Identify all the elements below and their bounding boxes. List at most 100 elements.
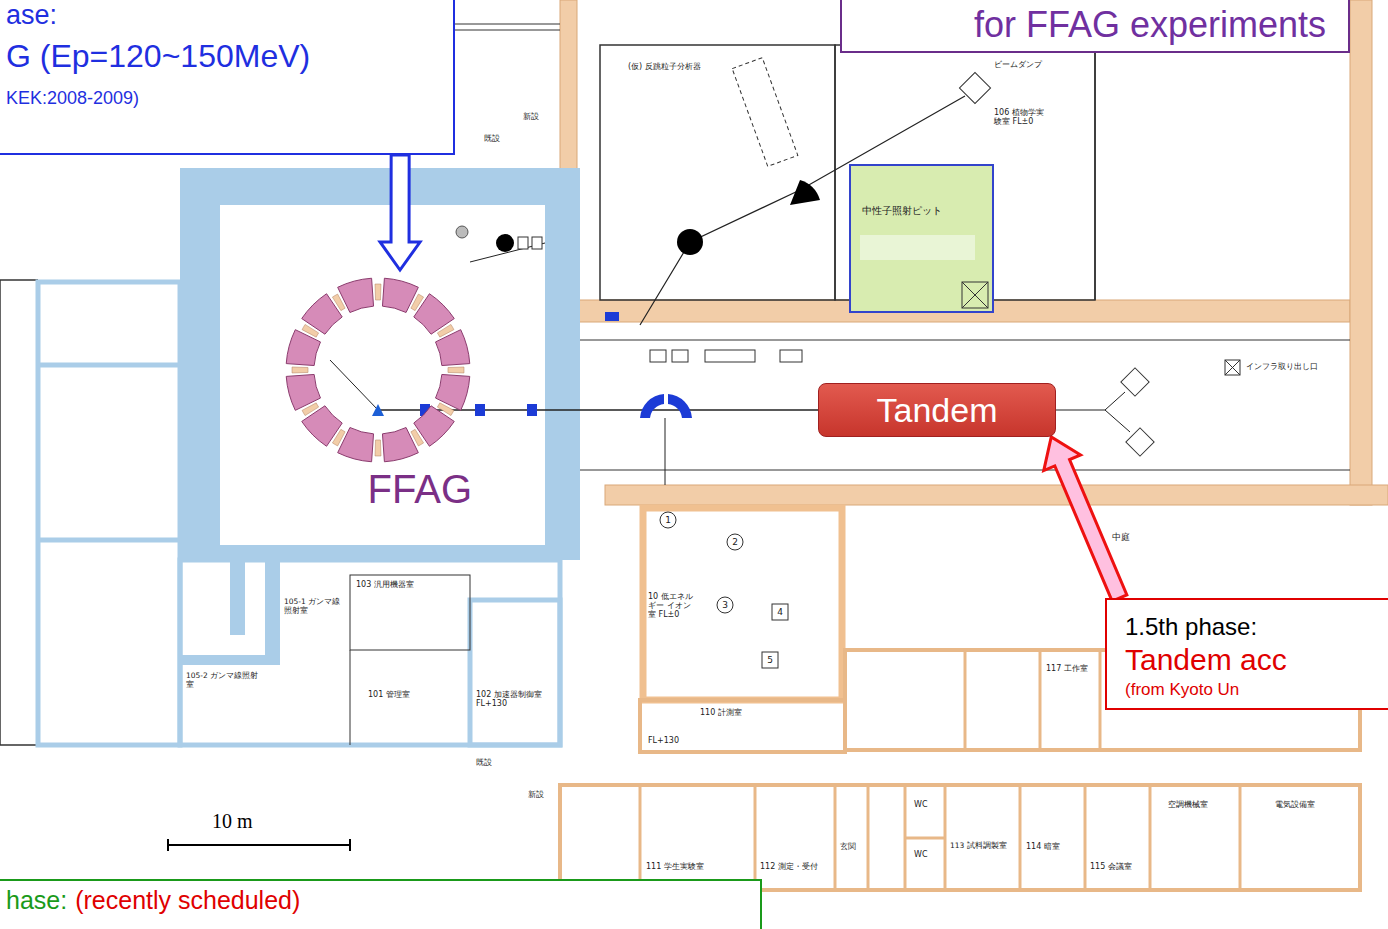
building-line: [0, 279, 38, 281]
beam-line: [1105, 392, 1125, 410]
station-box: [762, 652, 778, 668]
straight-section: [292, 367, 308, 373]
node-text: G (Ep=120~150MeV): [6, 36, 453, 76]
scale-tick: [349, 839, 351, 851]
device-box: [672, 350, 688, 362]
room-outline: [470, 600, 560, 745]
magnet-symbol: [475, 404, 485, 416]
station-box: [772, 604, 788, 620]
device-box: [650, 350, 666, 362]
beam-line: [640, 96, 965, 325]
phase-callout: hase: (recently scheduled): [0, 879, 762, 929]
room-label: 106 植物学実験室 FL±0: [994, 108, 1044, 126]
room-label: 112 測定・受付: [760, 862, 818, 871]
node-text: (recently scheduled): [75, 885, 300, 915]
shield-wall: [230, 560, 245, 635]
hatch-cross: [1225, 360, 1240, 375]
room-label: 10 m: [212, 810, 253, 833]
straight-section: [448, 367, 464, 373]
room-outline: [600, 45, 835, 300]
callout-arrow: [1044, 437, 1127, 601]
straight-section: [437, 324, 454, 337]
callout-number: 2: [732, 537, 738, 547]
wall: [1350, 0, 1372, 505]
building-line: [455, 24, 560, 25]
room-wall: [38, 363, 180, 368]
bend-magnet: [790, 180, 820, 205]
node-text: 1.5th phase:: [1125, 612, 1388, 642]
shield-wall: [265, 560, 280, 660]
callout-number: 1: [665, 515, 671, 525]
room-wall: [867, 785, 870, 890]
room-label: WC: [914, 850, 928, 859]
device-symbol: [456, 226, 468, 238]
room-label: 10 低エネルギー イオン室 FL±0: [648, 592, 694, 620]
wall: [605, 485, 1388, 505]
room-label: 105-1 ガンマ線照射室: [284, 598, 346, 615]
room-label: FL+130: [648, 736, 679, 745]
corridor-line: [577, 340, 1350, 341]
scale-bar: [168, 844, 350, 846]
callout-number: 4: [777, 607, 783, 617]
room-label: 117 工作室: [1046, 664, 1088, 673]
bend-magnet: [640, 394, 664, 418]
accelerator-ring: FFAG: [280, 270, 480, 520]
room-label: 空調機械室: [1168, 800, 1208, 809]
hatch-cross: [962, 282, 988, 308]
callout-arrow: [380, 155, 420, 270]
magnet-symbol: [496, 234, 514, 252]
room-label: 105-2 ガンマ線照射室: [186, 672, 260, 689]
room-label: 114 暗室: [1026, 842, 1060, 851]
device-box: [705, 350, 755, 362]
room-outline: [180, 560, 560, 745]
straight-section: [302, 324, 319, 337]
room-label: 101 管理室: [368, 690, 410, 699]
shield-wall: [180, 168, 580, 560]
phase-callout: ase:G (Ep=120~150MeV)KEK:2008-2009): [0, 0, 455, 155]
node-text: FFAG: [280, 466, 472, 512]
station-circle: [660, 512, 676, 528]
target-chamber: [1121, 368, 1149, 396]
building-line: [455, 30, 560, 31]
hatch-box: [1225, 360, 1240, 375]
room-wall: [639, 785, 642, 890]
room-label: 中性子照射ピット: [862, 205, 942, 217]
straight-section: [332, 429, 345, 446]
callout-number: 3: [722, 600, 728, 610]
injector-symbol: [372, 404, 384, 416]
room-outline: [350, 575, 470, 650]
neutron-pit: [850, 165, 993, 312]
room-label: 115 会議室: [1090, 862, 1132, 871]
hatch-cross: [962, 282, 988, 308]
room-wall: [1094, 45, 1096, 300]
straight-section: [302, 403, 319, 416]
tandem-box: Tandem: [818, 383, 1056, 437]
room-wall: [964, 650, 967, 750]
node-text: hase:: [6, 885, 67, 915]
room-label: 102 加速器制御室 FL+130: [476, 690, 554, 708]
room-label: WC: [914, 800, 928, 809]
station-circle: [727, 534, 743, 550]
magnet-symbol: [527, 404, 537, 416]
bend-magnet: [668, 394, 692, 418]
room-label: 玄関: [840, 842, 856, 851]
node-text: KEK:2008-2009): [6, 86, 453, 110]
straight-section: [411, 429, 424, 446]
room-label: 電気設備室: [1275, 800, 1315, 809]
room-label: 113 試料調製室: [950, 842, 1007, 851]
room-label: 既設: [484, 134, 500, 143]
shield-wall: [180, 655, 280, 665]
room-wall: [1039, 650, 1042, 750]
beam-dump: [959, 72, 990, 103]
room-outline: [560, 785, 1360, 890]
room-wall: [1019, 785, 1022, 890]
magnet-symbol: [605, 312, 619, 321]
ring-magnets: [286, 278, 470, 462]
room-label: 新設: [523, 112, 539, 121]
room-wall: [834, 785, 837, 890]
hatch-box: [962, 282, 988, 308]
node-text: Tandem acc: [1125, 642, 1388, 678]
beam-line: [1056, 409, 1105, 410]
title-callout: for FFAG experiments: [840, 0, 1350, 53]
